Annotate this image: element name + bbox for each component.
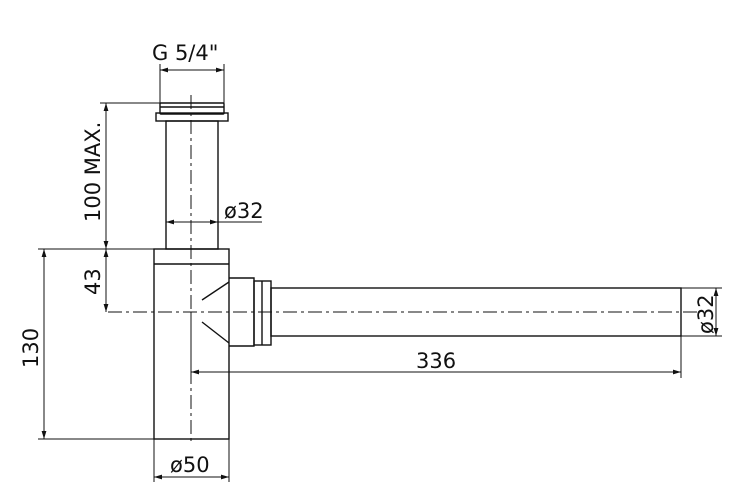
center-lines [108, 95, 700, 445]
dimension-lines [41, 67, 719, 480]
top-nut [159, 102, 225, 115]
label-inlet-diameter: ø32 [224, 199, 264, 223]
extension-lines [38, 64, 722, 482]
label-thread: G 5/4" [152, 41, 218, 65]
inner-diagonal-upper [201, 281, 230, 301]
label-offset: 43 [81, 268, 105, 295]
label-height-max: 100 MAX. [81, 122, 105, 222]
label-outlet-diameter: ø32 [694, 294, 718, 334]
label-total-height: 130 [19, 328, 43, 368]
label-outlet-length: 336 [416, 349, 456, 373]
siphon-outline [153, 102, 682, 440]
label-body-diameter: ø50 [170, 453, 210, 477]
inner-diagonal-lower [201, 321, 230, 344]
inlet-pipe [165, 120, 219, 250]
